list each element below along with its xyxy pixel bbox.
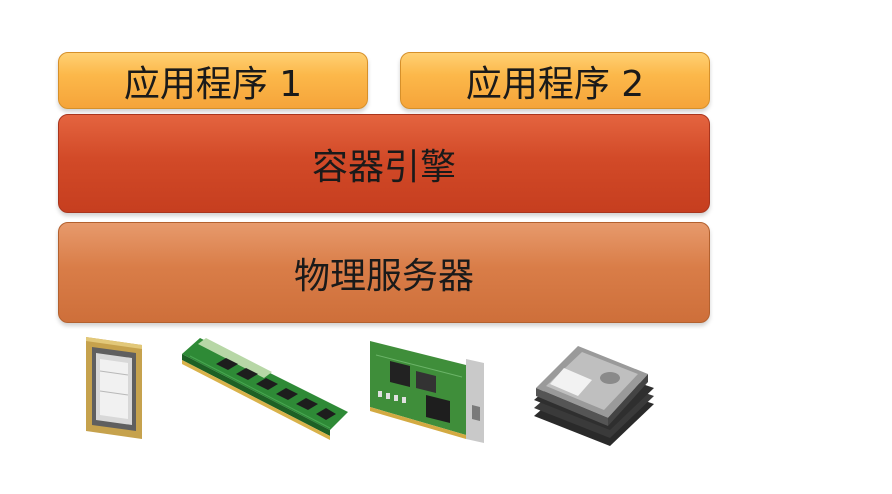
container-engine-label: 容器引擎 bbox=[311, 146, 456, 188]
app-label-1: 应用程序 1 bbox=[123, 63, 303, 105]
physical-server-label: 物理服务器 bbox=[293, 255, 474, 297]
app-label-2: 应用程序 2 bbox=[465, 63, 645, 105]
memory-module-icon bbox=[182, 338, 348, 440]
network-card-icon bbox=[370, 341, 484, 443]
container-engine-block: 容器引擎 bbox=[58, 114, 710, 213]
physical-server-block: 物理服务器 bbox=[58, 222, 710, 323]
cpu-icon bbox=[86, 337, 142, 439]
app-block-2: 应用程序 2 bbox=[400, 52, 710, 109]
app-block-1: 应用程序 1 bbox=[58, 52, 368, 109]
hard-drives-icon bbox=[534, 346, 654, 446]
